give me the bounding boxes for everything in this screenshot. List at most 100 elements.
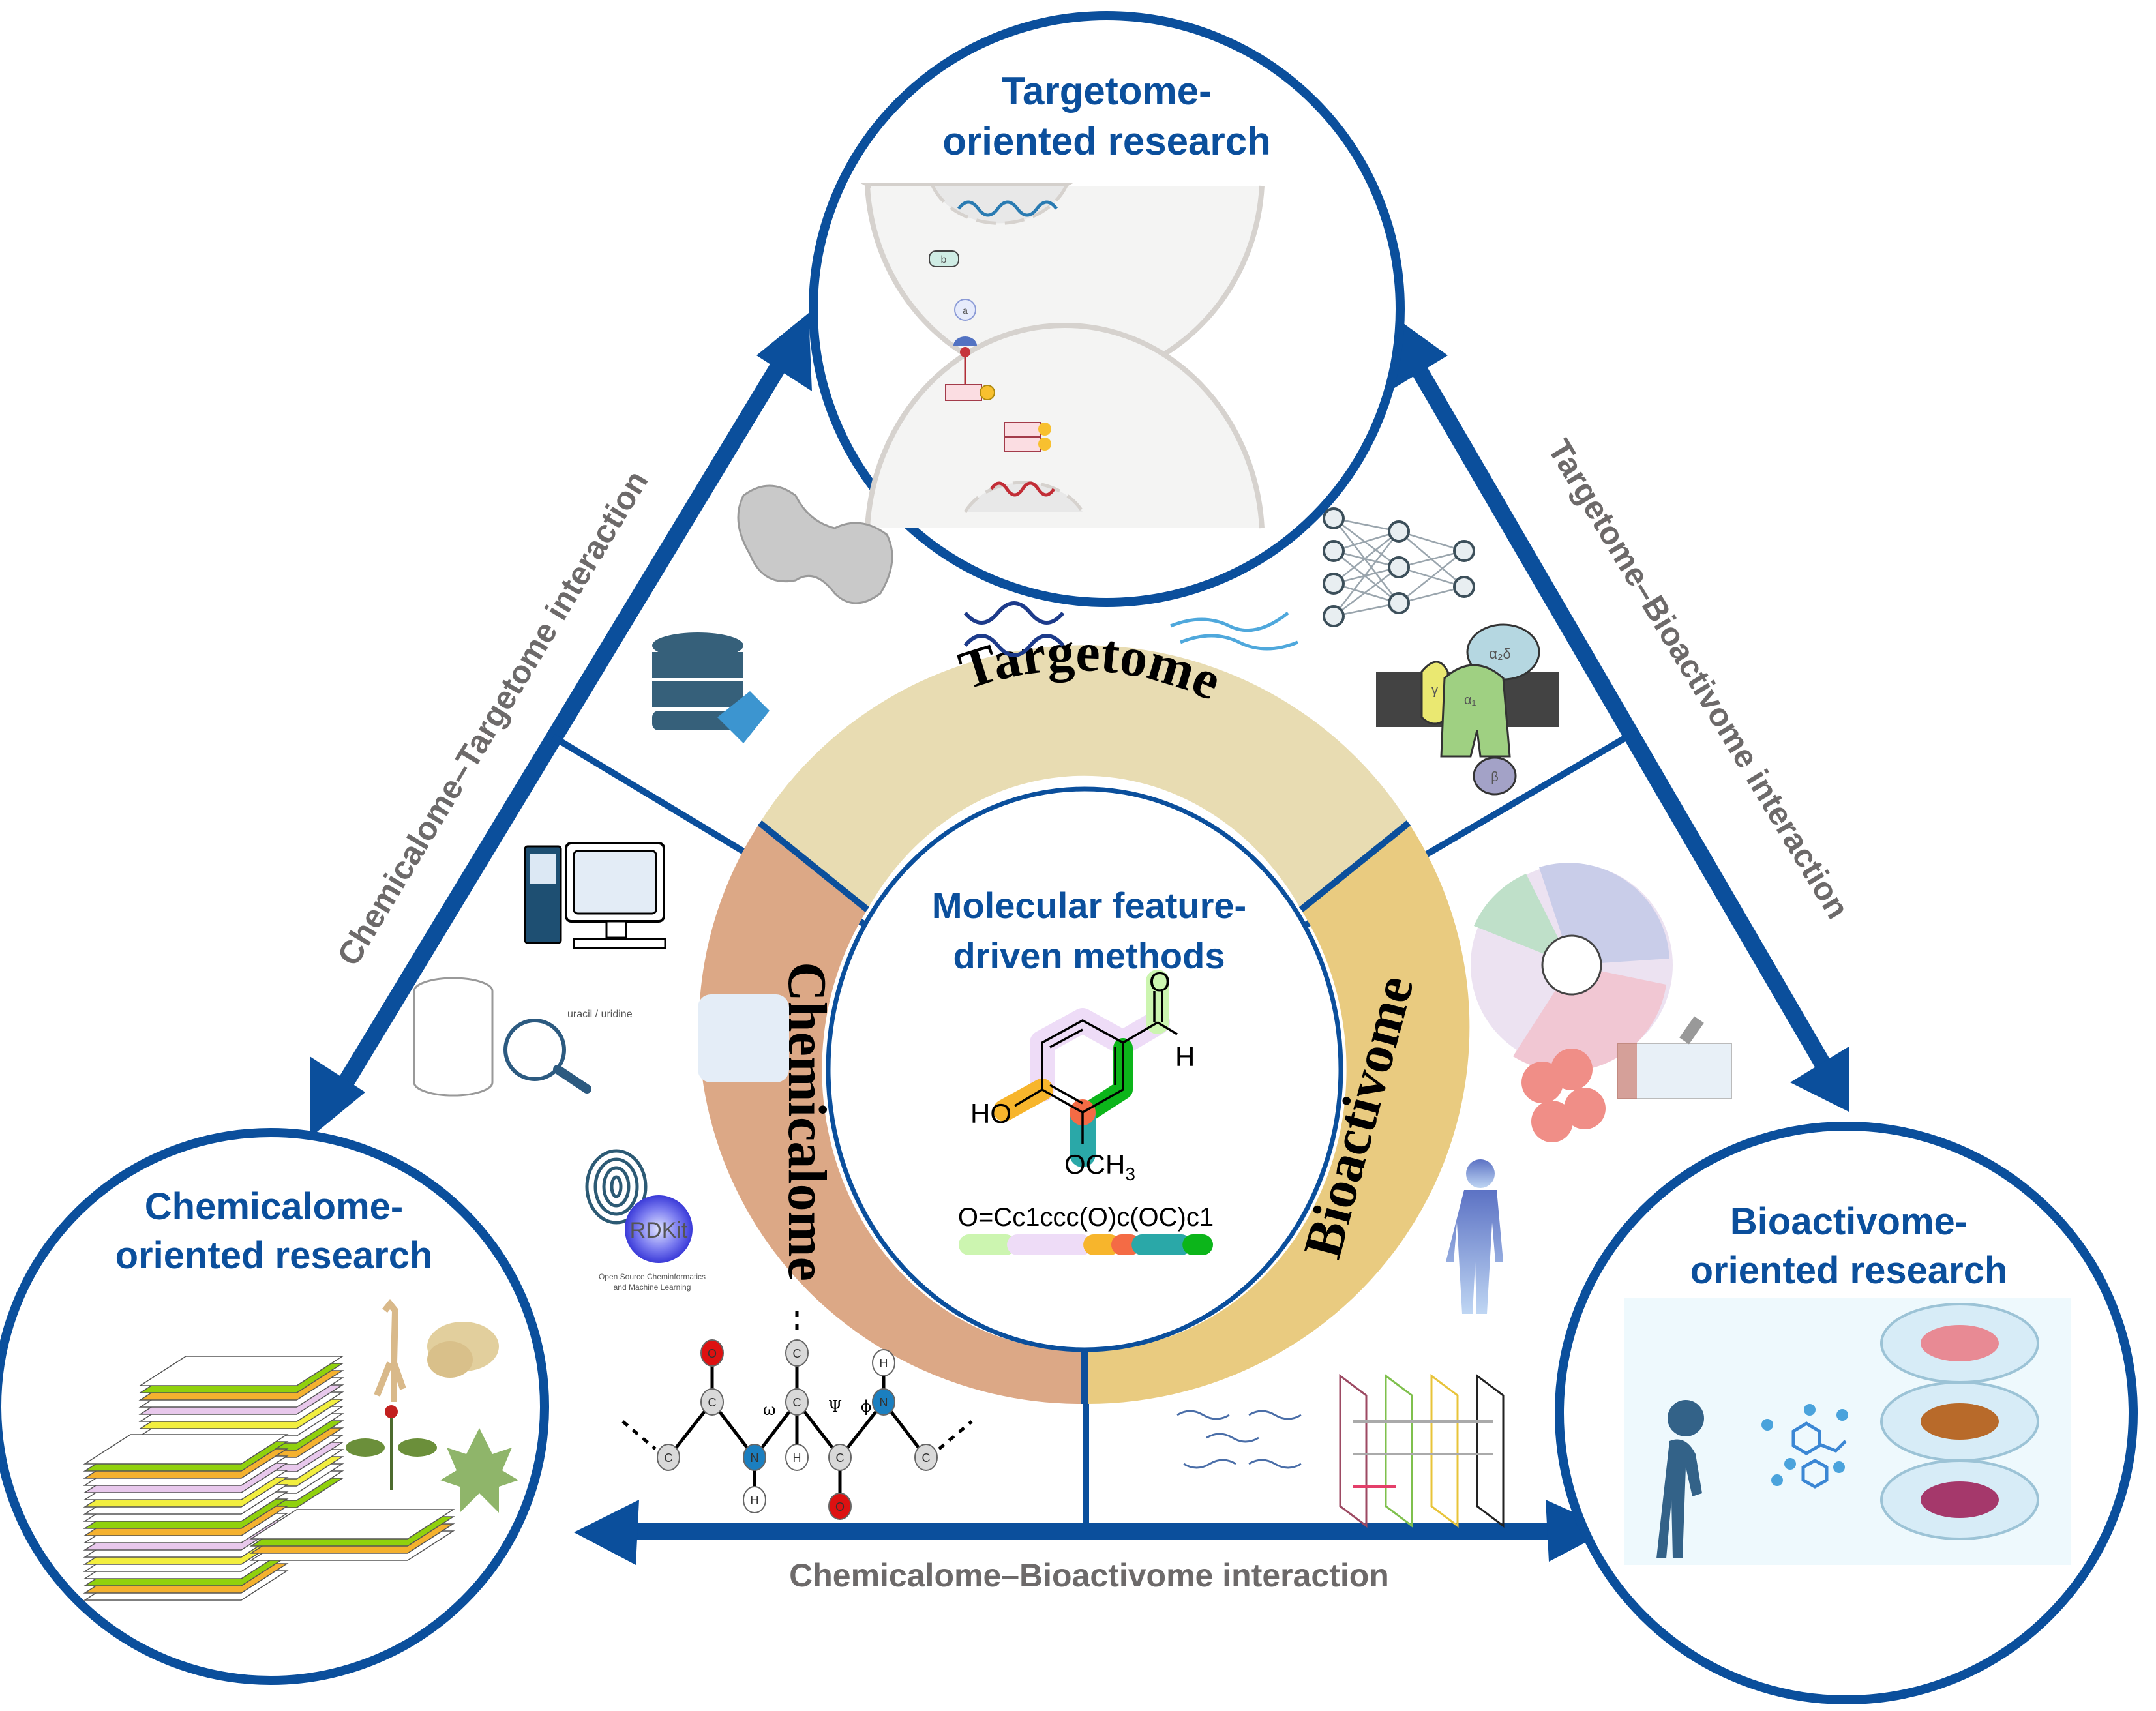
smiles-color-bar — [959, 1234, 1213, 1255]
peptide-atom-label: C — [708, 1396, 717, 1409]
svg-text:Open Source Cheminformatics: Open Source Cheminformatics — [599, 1272, 706, 1281]
ring-sector-chemicalome[interactable] — [698, 823, 1085, 1405]
gene-database-icon — [652, 632, 770, 743]
arrowhead-left-bottom-edge — [574, 1500, 639, 1565]
leaf-icon — [440, 1428, 518, 1513]
ion-channel-icon: α₂δ γ α₁ β — [1376, 623, 1559, 796]
multi-omics-layers-icon — [1339, 1374, 1505, 1528]
circular-phylogenetic-tree-icon — [1471, 863, 1673, 1072]
nn-node — [1453, 540, 1475, 562]
node-right-title-line1: Bioactivome- — [1730, 1200, 1968, 1243]
node-left-title-line2: oriented research — [115, 1234, 433, 1277]
peptide-atom-label: C — [836, 1451, 845, 1465]
arrow-chemicalome-targetome — [310, 313, 812, 1138]
arrowhead-down-right-edge — [1790, 1047, 1849, 1112]
cell-signaling-illustration: b a — [860, 183, 1265, 529]
arrowhead-up-left-edge — [756, 313, 812, 391]
chemical-database-search-icon: uracil / uridine — [413, 977, 789, 1097]
svg-text:a: a — [963, 305, 968, 316]
peptide-atom — [914, 1444, 938, 1471]
peptide-atom — [700, 1339, 724, 1367]
ring-sector-targetome[interactable] — [760, 645, 1409, 910]
svg-text:and Machine Learning: and Machine Learning — [614, 1283, 691, 1292]
smiles-segment — [959, 1234, 1017, 1255]
peptide-atom — [872, 1388, 895, 1416]
nn-node — [1388, 556, 1410, 578]
peptide-continuation — [938, 1420, 973, 1450]
node-top-title-line2: oriented research — [942, 119, 1271, 163]
nn-node — [1388, 592, 1410, 614]
node-targetome-research[interactable]: Targetome- oriented research b a — [809, 11, 1405, 607]
nn-edge — [1333, 567, 1400, 617]
peptide-atom — [700, 1388, 724, 1416]
human-genome-icon — [1446, 1159, 1503, 1314]
protein-structure-icon — [737, 484, 893, 604]
arrowhead-right-bottom-edge — [1546, 1500, 1611, 1562]
smiles-string: O=Cc1ccc(O)c(OC)c1 — [958, 1203, 1214, 1232]
ring-sector-bioactivome[interactable] — [1085, 823, 1470, 1405]
peptide-atom-label: O — [835, 1500, 845, 1513]
center-circle — [826, 786, 1343, 1352]
atom-hydroxyl: HO — [970, 1098, 1011, 1129]
rna-fragments-icon — [1176, 1410, 1302, 1469]
library-sheet — [249, 1509, 455, 1540]
svg-text:α₂δ: α₂δ — [1489, 646, 1511, 662]
atom-o-carbonyl: O — [1149, 966, 1171, 997]
nn-node — [1388, 520, 1410, 543]
peptide-atom — [785, 1444, 809, 1471]
rna-strand-icon — [1170, 612, 1298, 651]
vanillin-structure: O H HO OCH3 — [970, 966, 1195, 1184]
arrowhead-down-left-edge — [310, 1056, 365, 1138]
atom-h-aldehyde: H — [1175, 1041, 1195, 1072]
peptide-atom — [743, 1444, 766, 1471]
nn-edge — [1333, 531, 1400, 617]
nn-edge — [1333, 550, 1400, 604]
peptide-continuation — [621, 1420, 657, 1450]
compound-library-stacks-icon — [83, 1356, 455, 1601]
svg-text:b: b — [941, 254, 947, 265]
nn-node — [1323, 507, 1345, 529]
fingerprint-icon — [585, 1149, 648, 1225]
node-top-title-line1: Targetome- — [1002, 69, 1212, 113]
peptide-atom-label: O — [708, 1347, 717, 1360]
peptide-atom — [657, 1444, 680, 1471]
central-ring: Targetome Chemicalome Bioactivome — [698, 622, 1470, 1405]
nn-edge — [1398, 550, 1465, 604]
svg-text:α₁: α₁ — [1464, 693, 1476, 707]
nn-node — [1323, 573, 1345, 595]
nn-edge — [1333, 582, 1400, 604]
svg-text:γ: γ — [1431, 683, 1438, 698]
center-title-line2: driven methods — [953, 935, 1225, 976]
node-chemicalome-research[interactable]: Chemicalome- oriented research — [0, 1128, 549, 1685]
peptide-atom-label: H — [751, 1494, 759, 1507]
peptide-atom — [828, 1493, 852, 1520]
nn-node — [1323, 540, 1345, 562]
nn-edge — [1333, 518, 1400, 568]
peptide-atom-label: C — [793, 1396, 801, 1409]
rdkit-logo: RDKit Open Source Cheminformatics and Ma… — [599, 1195, 706, 1292]
well-plate-icon — [1617, 1016, 1732, 1099]
computer-icon — [524, 842, 666, 949]
nn-edge — [1333, 550, 1400, 569]
svg-text:β: β — [1491, 770, 1499, 784]
nn-edge — [1333, 530, 1400, 552]
library-sheet — [138, 1356, 344, 1386]
node-left-title-line1: Chemicalome- — [145, 1185, 403, 1228]
peptide-atom-label: N — [880, 1396, 888, 1409]
petri-dish-stack-icon — [1880, 1303, 2039, 1540]
smiles-segment — [1182, 1234, 1213, 1255]
neural-network-icon — [1323, 507, 1475, 627]
node-bioactivome-research[interactable]: Bioactivome- oriented research — [1555, 1122, 2138, 1704]
atom-methoxy: OCH3 — [1064, 1149, 1135, 1184]
peptide-atom-label: H — [880, 1357, 888, 1370]
nn-node — [1453, 576, 1475, 598]
node-right-title-line2: oriented research — [1690, 1249, 2008, 1292]
ginseng-root-icon — [374, 1298, 406, 1402]
peptide-atom-label: H — [793, 1451, 801, 1465]
center-content: Molecular feature- driven methods — [932, 885, 1246, 1255]
dihedral-angle-label: ϕ — [861, 1397, 871, 1416]
svg-text:RDKit: RDKit — [630, 1218, 688, 1243]
peptide-atom — [743, 1486, 766, 1513]
nn-edge — [1398, 550, 1465, 569]
